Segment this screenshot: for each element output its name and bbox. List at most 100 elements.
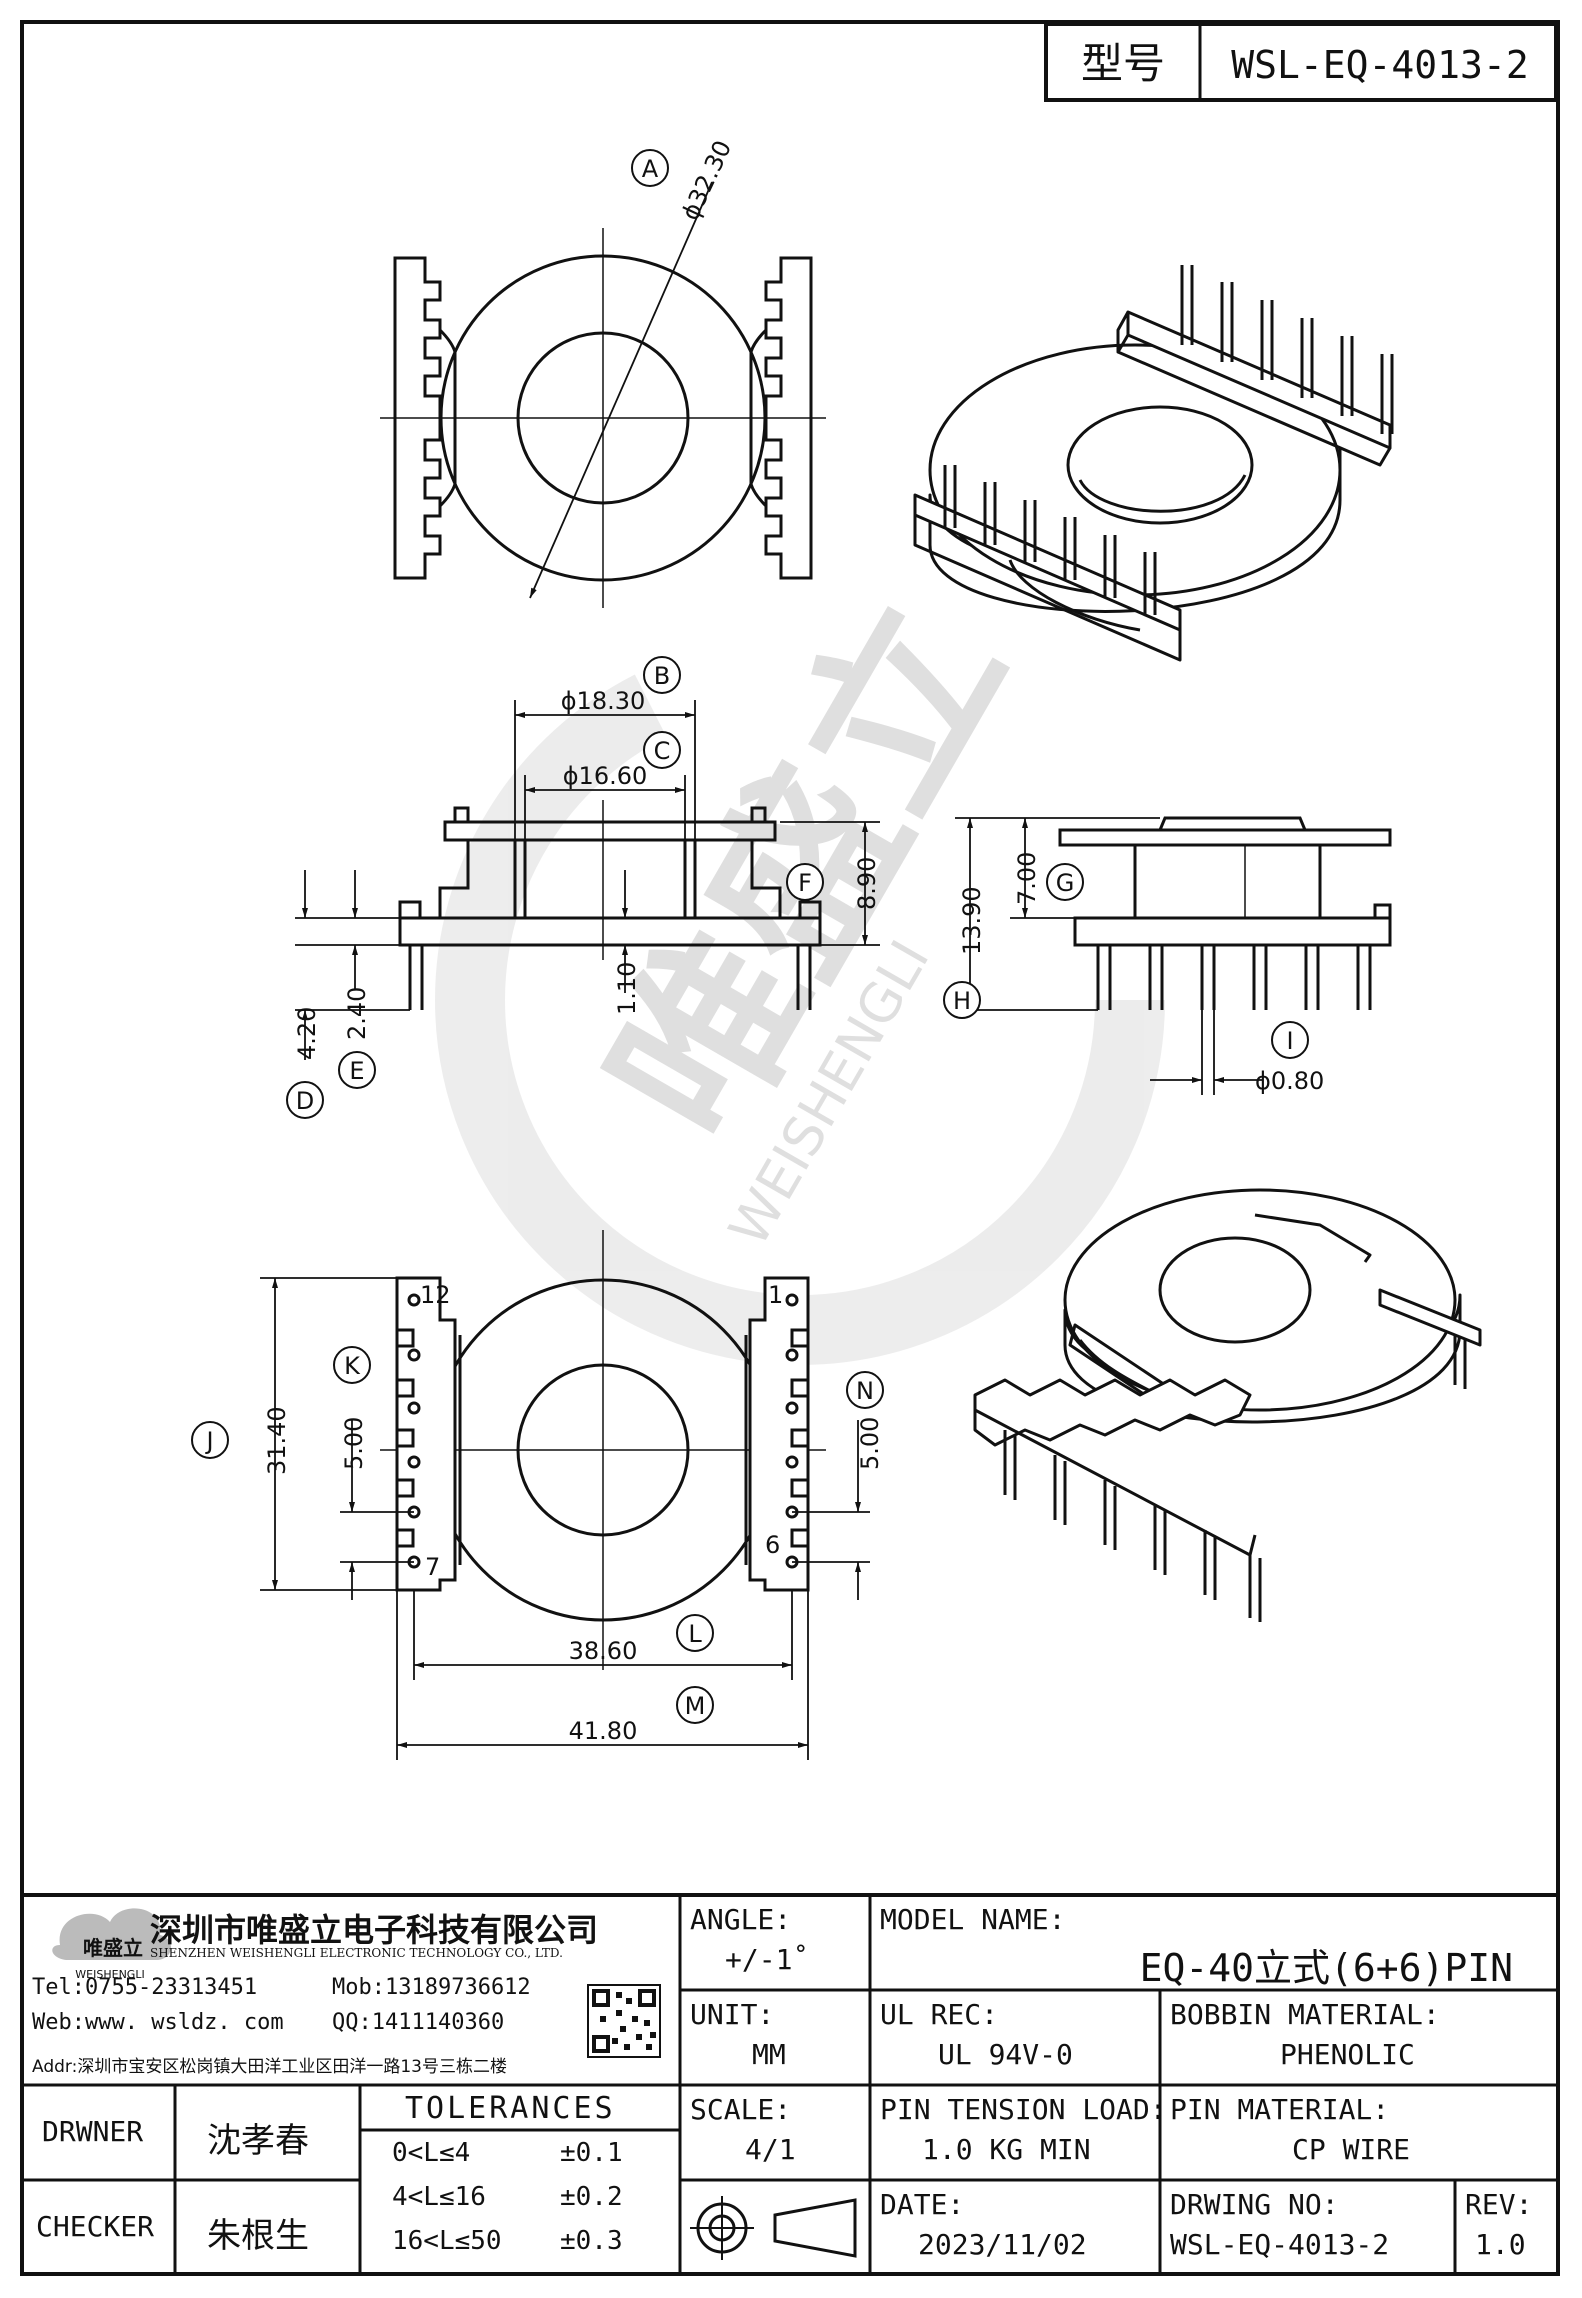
drawing-no-value: WSL-EQ-4013-2 [1170,2228,1390,2261]
company-name-en-cell: SHENZHEN WEISHENGLI ELECTRONIC TECHNOLOG… [150,1946,670,1966]
tension-label: PIN TENSION LOAD: [880,2093,1160,2126]
dim-K-letter: K [344,1352,361,1380]
pin-1-label: 1 [768,1281,783,1309]
tolerance-row: 4<L≤16 [392,2182,486,2212]
checker-name: 朱根生 [207,2216,309,2256]
company-tel: Tel:0755-23313451 [32,1975,258,2000]
company-name-en: SHENZHEN WEISHENGLI ELECTRONIC TECHNOLOG… [150,1946,563,1960]
logo-en: WEISHENGLI [75,1968,144,1981]
bobbin-label: BOBBIN MATERIAL: [1170,1998,1440,2031]
dim-K-value: 5.00 [340,1417,368,1470]
date-label: DATE: [880,2188,965,2221]
unit-label: UNIT: [690,1998,775,2031]
tolerance-row: 16<L≤50 [392,2226,502,2256]
pin-material-value: CP WIRE [1292,2133,1411,2166]
dim-N-letter: N [856,1377,874,1405]
tolerances-table: 0<L≤4 ±0.1 4<L≤16 ±0.2 16<L≤50 ±0.3 [360,2130,680,2274]
tolerance-value: ±0.1 [560,2138,623,2168]
rev-label: REV: [1465,2188,1533,2221]
angle-cell: ANGLE: +/-1˚ [680,1895,870,1990]
drawing-frame [20,20,1560,2276]
tension-value: 1.0 KG MIN [922,2133,1091,2166]
dim-I-value: ϕ0.80 [1255,1067,1324,1095]
drawer-label-cell: DRWNER [24,2085,175,2180]
company-name-cn-cell: 深圳市唯盛立电子科技有限公司 [150,1905,670,1945]
unit-cell: UNIT: MM [680,1990,870,2085]
front-view-dims [295,700,880,1060]
scale-label: SCALE: [690,2093,792,2126]
checker-label: CHECKER [36,2210,155,2243]
dim-A-letter: A [642,155,659,183]
pin-material-cell: PIN MATERIAL: CP WIRE [1160,2085,1558,2180]
type-label: 型号 [1081,39,1165,88]
tolerance-row: ±0.1 [560,2138,623,2168]
drawer-name: 沈孝春 [207,2121,309,2161]
pin-12-label: 12 [420,1281,451,1309]
company-name-cn: 深圳市唯盛立电子科技有限公司 [150,1911,599,1945]
bobbin-cell: BOBBIN MATERIAL: PHENOLIC [1160,1990,1558,2085]
watermark: 唯盛立 WEISHENGLI [435,568,1165,1365]
tolerances-title-cell: TOLERANCES [360,2085,680,2130]
pin-6-label: 6 [765,1531,780,1559]
contact-row-3: Addr:深圳市宝安区松岗镇大田洋工业区田洋一路13号三栋二楼 [32,2050,677,2080]
rev-cell: REV: 1.0 [1455,2180,1558,2274]
angle-value: +/-1˚ [725,1943,810,1976]
dim-flange-value: 1.10 [613,962,641,1015]
tolerance-range: 16<L≤50 [392,2226,502,2256]
scale-cell: SCALE: 4/1 [680,2085,870,2180]
company-logo: 唯盛立 WEISHENGLI [52,1908,172,1981]
title-block-grid [24,1893,1558,2274]
front-view-dim-text: ϕ18.30 B ϕ16.60 C 8.90 F 1.10 4.20 D 2.4… [286,656,881,1119]
bottom-view-dims [260,1277,870,1760]
dim-F-letter: F [798,869,812,897]
drawer-label: DRWNER [42,2115,144,2148]
tolerance-row: ±0.2 [560,2182,623,2212]
bottom-view-dim-text: 31.40 J 5.00 K 5.00 N 38.60 L 41.80 M 12… [191,1281,884,1745]
header-box: 型号 WSL-EQ-4013-2 [1044,22,1558,102]
side-view-dim-text: 13.90 H 7.00 G ϕ0.80 I [943,852,1324,1095]
tolerance-range: 0<L≤4 [392,2138,471,2168]
dim-G-value: 7.00 [1013,852,1041,905]
model-name-label: MODEL NAME: [880,1903,1066,1936]
company-mob: Mob:13189736612 [332,1975,531,2000]
dim-C-letter: C [654,737,671,765]
dim-E-letter: E [349,1057,364,1085]
contact-row-2: Web:www. wsldz. com QQ:1411140360 [32,2010,592,2040]
ul-value: UL 94V-0 [938,2038,1073,2071]
model-code: WSL-EQ-4013-2 [1231,43,1528,87]
contact-row-1: Tel:0755-23313451 Mob:13189736612 [32,1975,592,2005]
checker-name-cell: 朱根生 [175,2180,360,2274]
tolerance-value: ±0.2 [560,2182,623,2212]
checker-label-cell: CHECKER [24,2180,175,2274]
dim-C-value: ϕ16.60 [563,762,648,790]
model-name-value: EQ-40立式(6+6)PIN [1139,1946,1513,1990]
tolerance-row: ±0.3 [560,2226,623,2256]
ul-cell: UL REC: UL 94V-0 [870,1990,1160,2085]
dim-D-letter: D [296,1087,314,1115]
logo-cn: 唯盛立 [83,1936,143,1960]
company-qq: QQ:1411140360 [332,2010,505,2035]
tolerance-range: 4<L≤16 [392,2182,486,2212]
ul-label: UL REC: [880,1998,999,2031]
dim-J-letter: J [204,1427,213,1455]
dim-F-value: 8.90 [853,857,881,910]
dim-I-letter: I [1286,1027,1293,1055]
dim-A-value: ϕ32.30 [676,136,737,224]
rev-value: 1.0 [1475,2228,1526,2261]
dim-D-value: 4.20 [293,1007,321,1060]
dim-M-letter: M [685,1692,706,1720]
iso-view-top [913,265,1394,662]
dim-H-letter: H [953,987,971,1015]
drawer-name-cell: 沈孝春 [175,2085,360,2180]
angle-label: ANGLE: [690,1903,792,1936]
date-value: 2023/11/02 [918,2228,1087,2261]
qr-code [587,1984,661,2058]
dim-J-value: 31.40 [263,1406,291,1475]
drawing-no-cell: DRWING NO: WSL-EQ-4013-2 [1160,2180,1455,2274]
dim-B-value: ϕ18.30 [561,687,646,715]
dim-M-value: 41.80 [569,1717,638,1745]
dim-A: ϕ32.30 A [529,136,737,599]
pin-7-label: 7 [425,1553,440,1581]
model-name-cell: MODEL NAME: EQ-40立式(6+6)PIN [870,1895,1558,1990]
unit-value: MM [752,2038,786,2071]
